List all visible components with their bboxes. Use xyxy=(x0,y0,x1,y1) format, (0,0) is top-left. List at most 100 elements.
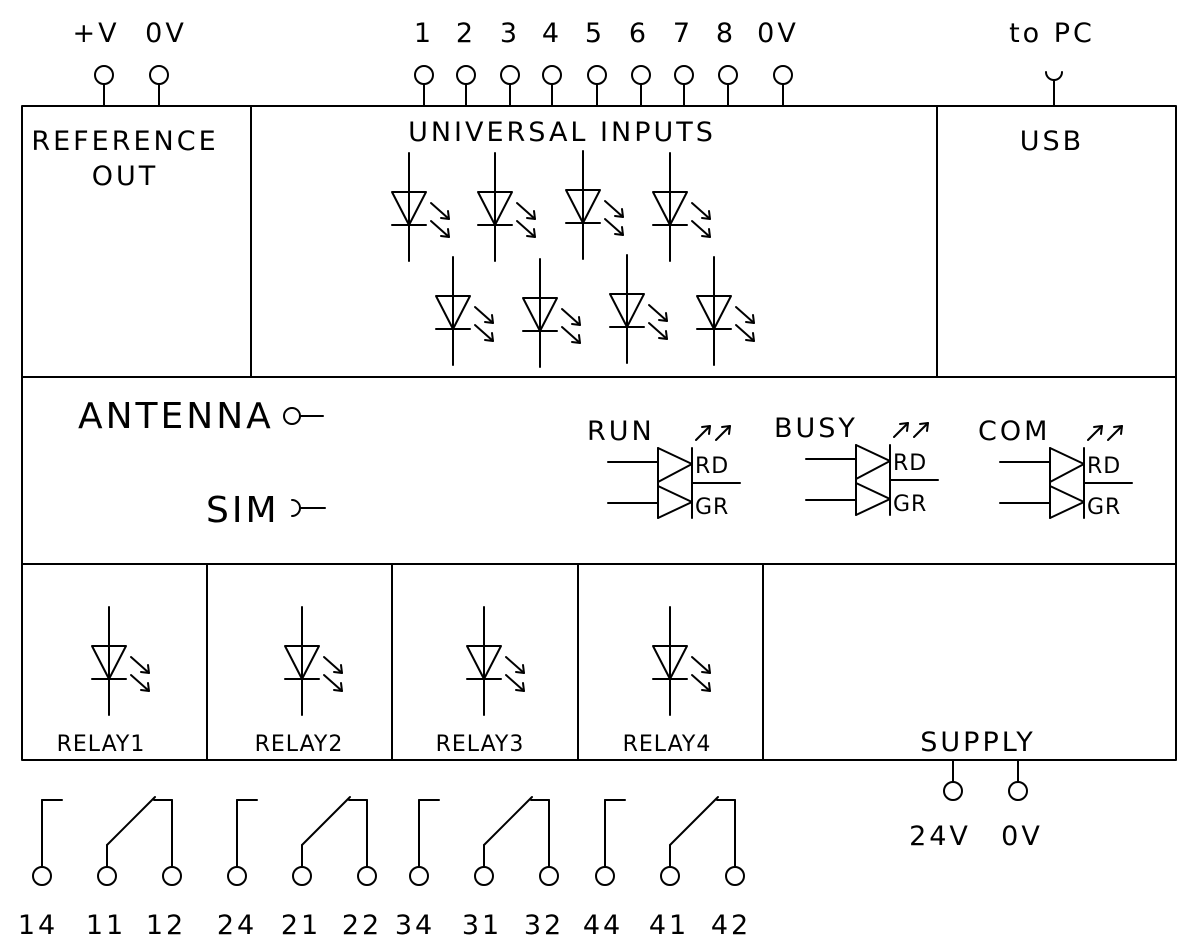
contact-terminal-label: 11 xyxy=(86,910,126,941)
terminal-circle-icon xyxy=(456,65,476,85)
enclosure-border xyxy=(21,105,1177,761)
terminal-circle-icon xyxy=(943,781,963,801)
input-terminal-6[interactable] xyxy=(631,65,651,107)
input-led-2-icon xyxy=(477,152,536,262)
relay-1-terminal-labels: 14 11 12 xyxy=(18,910,186,941)
sim-socket-icon xyxy=(291,499,301,517)
status-led-label: BUSY xyxy=(774,413,858,444)
contact-terminal-label: 31 xyxy=(462,910,502,941)
relay-led-icon xyxy=(652,606,711,716)
contact-terminal-label: 34 xyxy=(395,910,435,941)
antenna-sim-section: ANTENNA SIM xyxy=(78,396,326,531)
terminal-circle-icon xyxy=(718,65,738,85)
relay-contact-icon xyxy=(227,796,377,886)
relay-led-icon xyxy=(91,606,150,716)
relay-2-terminal-labels: 24 21 22 xyxy=(217,910,382,941)
universal-inputs-label: UNIVERSAL INPUTS xyxy=(408,117,716,148)
reference-out-label-line2: OUT xyxy=(92,161,159,192)
terminal-circle-icon xyxy=(149,65,169,85)
terminal-circle-icon xyxy=(587,65,607,85)
terminal-circle-icon xyxy=(414,65,434,85)
contact-terminal-label: 32 xyxy=(524,910,564,941)
supply-terminal-label-24v: 24V xyxy=(909,821,971,852)
relay-4-terminal-labels: 44 41 42 xyxy=(583,910,748,941)
contact-terminal-label: 24 xyxy=(217,910,257,941)
reference-out-section: +V 0V REFERENCE OUT xyxy=(31,18,218,192)
input-terminal-1[interactable] xyxy=(414,65,434,107)
terminal-circle-icon xyxy=(674,65,694,85)
status-led-busy: BUSY RD GR xyxy=(774,413,939,517)
terminal-circle-icon xyxy=(1008,781,1028,801)
input-terminal-label-5: 5 xyxy=(585,18,605,49)
input-terminal-7[interactable] xyxy=(674,65,694,107)
usb-section: to PC USB xyxy=(1009,18,1095,157)
relay-3-contacts: 34 31 32 xyxy=(395,796,564,941)
status-led-green-label: GR xyxy=(893,492,927,517)
input-led-7-icon xyxy=(609,254,668,364)
terminal-plus-v[interactable] xyxy=(94,65,114,107)
antenna-socket-icon xyxy=(283,407,301,425)
input-terminal-label-7: 7 xyxy=(673,18,693,49)
relay-led-icon xyxy=(284,606,343,716)
status-led-red-label: RD xyxy=(893,451,927,476)
status-led-label: COM xyxy=(978,416,1050,447)
input-terminal-4[interactable] xyxy=(542,65,562,107)
contact-terminal-label: 14 xyxy=(18,910,58,941)
relay-2: RELAY2 xyxy=(255,606,344,757)
enclosure xyxy=(21,105,1177,761)
reference-out-label-line1: REFERENCE xyxy=(31,126,218,157)
input-led-3-icon xyxy=(565,150,624,260)
terminal-circle-icon xyxy=(94,65,114,85)
input-terminal-label-3: 3 xyxy=(500,18,520,49)
supply-terminal-0v[interactable] xyxy=(1008,759,1028,801)
input-terminal-0v[interactable] xyxy=(773,65,793,107)
status-led-green-label: GR xyxy=(1087,495,1121,520)
status-led-red-label: RD xyxy=(695,454,729,479)
relay-label: RELAY4 xyxy=(623,732,712,757)
sim-label: SIM xyxy=(206,490,280,531)
relay-1: RELAY1 xyxy=(57,606,150,757)
relay-3: RELAY3 xyxy=(436,606,525,757)
antenna-connector[interactable] xyxy=(283,407,324,425)
supply-section: SUPPLY 24V 0V xyxy=(909,727,1043,852)
usb-terminal-label: to PC xyxy=(1009,18,1095,49)
input-terminal-labels: 1 2 3 4 5 6 7 8 0V xyxy=(414,18,796,49)
terminal-circle-icon xyxy=(773,65,793,85)
relay-contact-icon xyxy=(595,796,745,886)
terminal-label-0v-ref: 0V xyxy=(145,18,187,49)
contact-terminal-label: 41 xyxy=(649,910,689,941)
input-terminal-2[interactable] xyxy=(456,65,476,107)
relay-2-contacts: 24 21 22 xyxy=(217,796,382,941)
contact-terminal-label: 44 xyxy=(583,910,623,941)
sim-slot[interactable] xyxy=(291,499,326,517)
input-led-4-icon xyxy=(652,152,711,262)
relay-contact-icon xyxy=(409,796,559,886)
supply-label: SUPPLY xyxy=(920,727,1035,758)
relay-4: RELAY4 xyxy=(623,606,712,757)
status-led-red-label: RD xyxy=(1087,454,1121,479)
contact-terminal-label: 12 xyxy=(146,910,186,941)
supply-terminal-24v[interactable] xyxy=(943,759,963,801)
usb-port[interactable] xyxy=(1045,71,1063,107)
terminal-circle-icon xyxy=(631,65,651,85)
relay-label: RELAY2 xyxy=(255,732,344,757)
contact-terminal-label: 22 xyxy=(342,910,382,941)
input-led-5-icon xyxy=(435,256,494,366)
terminal-0v-ref[interactable] xyxy=(149,65,169,107)
input-led-6-icon xyxy=(522,258,581,368)
input-terminal-3[interactable] xyxy=(500,65,520,107)
relay-label: RELAY1 xyxy=(57,732,146,757)
input-terminal-label-4: 4 xyxy=(542,18,562,49)
usb-label: USB xyxy=(1020,126,1084,157)
status-led-green-label: GR xyxy=(695,495,729,520)
contact-terminal-label: 21 xyxy=(281,910,321,941)
input-terminal-8[interactable] xyxy=(718,65,738,107)
universal-inputs-section: 1 2 3 4 5 6 7 8 0V UNIVERSAL INPUTS xyxy=(391,18,796,368)
input-terminal-label-6: 6 xyxy=(629,18,649,49)
input-terminal-5[interactable] xyxy=(587,65,607,107)
terminal-circle-icon xyxy=(542,65,562,85)
relay-contact-icon xyxy=(32,796,182,886)
supply-terminal-label-0v: 0V xyxy=(1001,821,1043,852)
status-led-com: COM RD GR xyxy=(978,416,1133,520)
